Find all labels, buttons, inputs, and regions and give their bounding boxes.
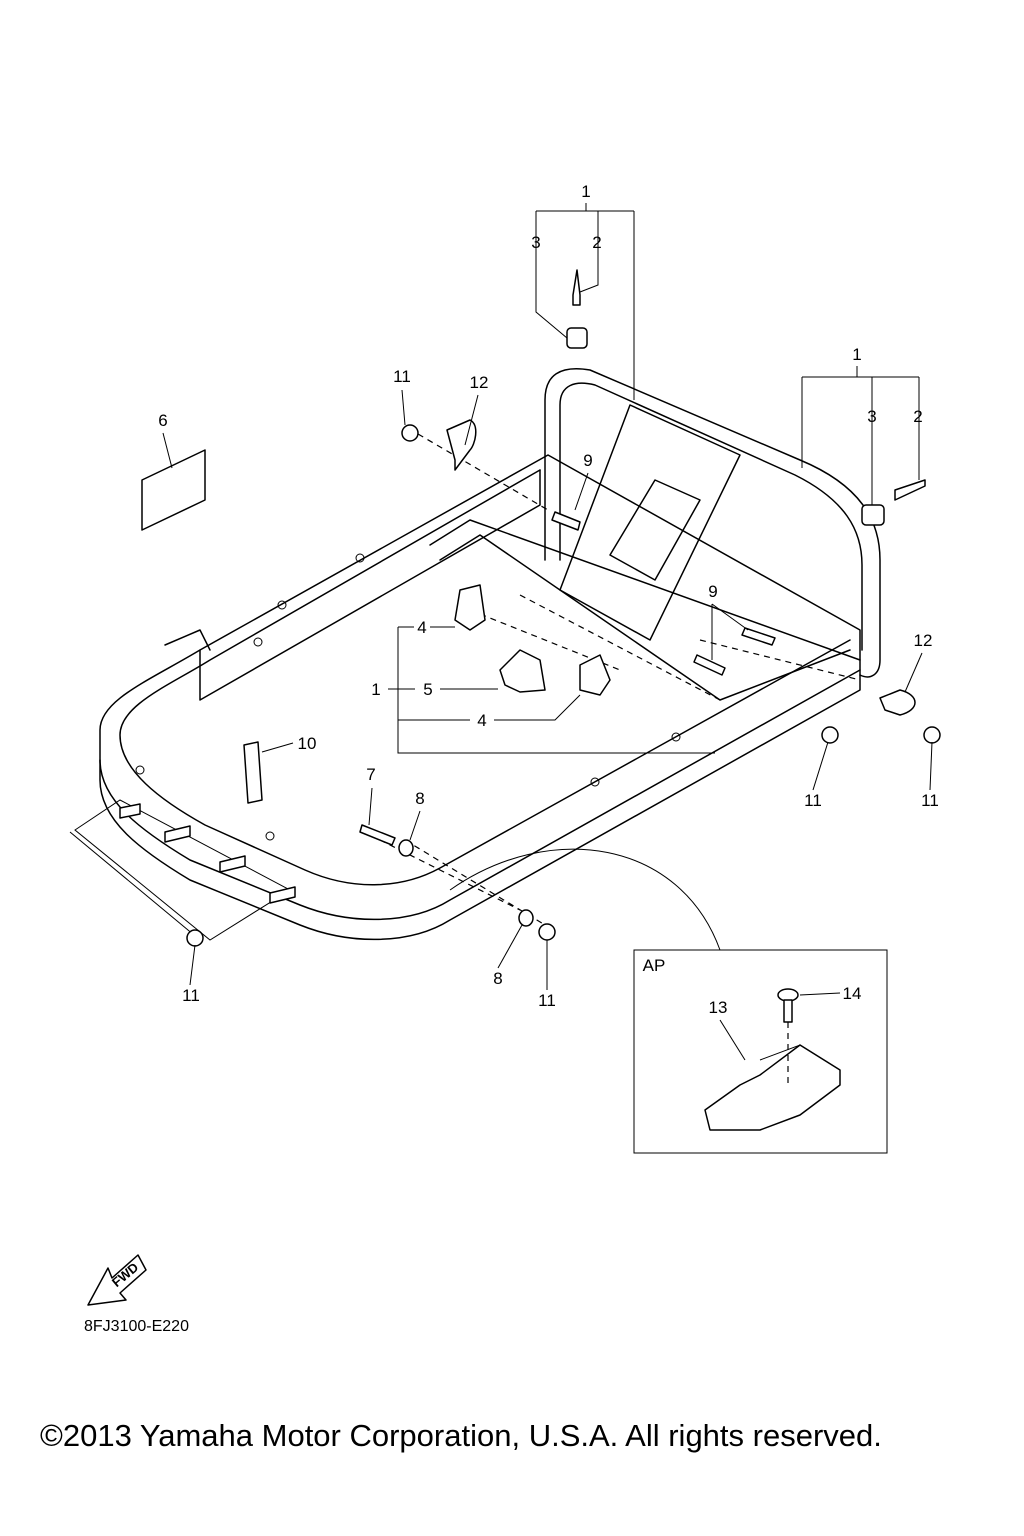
callout-c-12-a: 12 — [470, 373, 489, 392]
callout-c-2-right: 2 — [913, 407, 922, 426]
callout-c-1-right: 1 — [852, 345, 861, 364]
callout-c-11-e: 11 — [538, 991, 556, 1010]
drawing-code: 8FJ3100-E220 — [84, 1318, 189, 1335]
callout-c-3-top: 3 — [531, 233, 540, 252]
callout-c-14: 14 — [843, 984, 862, 1003]
copyright-notice: ©2013 Yamaha Motor Corporation, U.S.A. A… — [40, 1418, 882, 1453]
callout-c-3-right: 3 — [867, 407, 876, 426]
hardware-parts — [119, 269, 941, 947]
callout-c-11-a: 11 — [393, 367, 411, 386]
callout-c-8-a: 8 — [415, 789, 424, 808]
callout-c-7: 7 — [366, 765, 375, 784]
carrier-frame — [69, 368, 881, 941]
callout-c-1-mid: 1 — [371, 680, 380, 699]
callout-c-5: 5 — [423, 680, 432, 699]
callout-c-1-top: 1 — [581, 182, 590, 201]
callout-c-ap: AP — [643, 956, 666, 975]
leader-lines — [162, 203, 933, 1061]
callout-c-11-d: 11 — [182, 986, 200, 1005]
callout-c-10: 10 — [298, 734, 317, 753]
fwd-arrow: FWD — [87, 1254, 147, 1306]
callout-c-4-a: 4 — [417, 618, 426, 637]
callout-c-8-b: 8 — [493, 969, 502, 988]
callout-c-2-top: 2 — [592, 233, 601, 252]
callout-c-9-b: 9 — [708, 582, 717, 601]
callout-c-11-c: 11 — [921, 791, 939, 810]
callout-c-11-b: 11 — [804, 791, 822, 810]
callout-c-12-b: 12 — [914, 631, 933, 650]
callout-c-13: 13 — [709, 998, 728, 1017]
ap-detail-box — [449, 848, 888, 1154]
callout-c-4-b: 4 — [477, 711, 486, 730]
label-sheet — [141, 449, 206, 531]
callout-c-6: 6 — [158, 411, 167, 430]
callout-c-9-a: 9 — [583, 451, 592, 470]
